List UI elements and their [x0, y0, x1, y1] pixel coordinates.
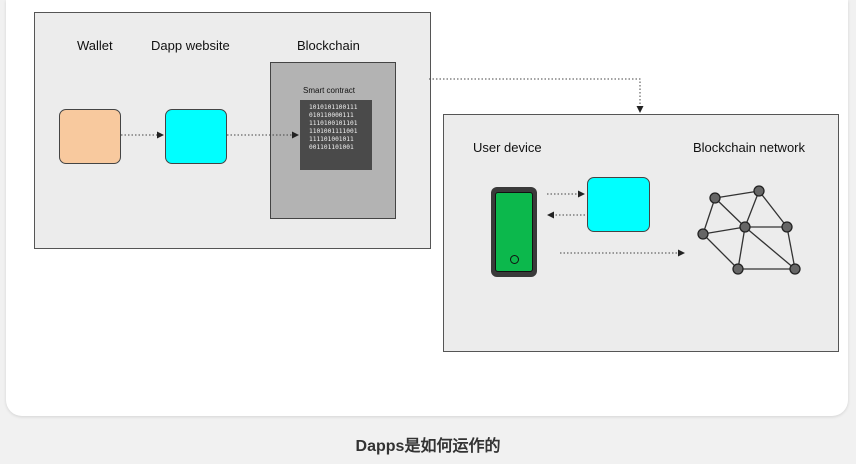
- network-node: [789, 263, 801, 275]
- smart-contract-label: Smart contract: [303, 86, 356, 95]
- arrow-blockchain-to-user-panel: [429, 78, 644, 113]
- code-line: 1110100101101: [309, 120, 358, 127]
- network-node: [709, 192, 721, 204]
- blockchain-network-label: Blockchain network: [693, 140, 805, 155]
- code-line: 111101001011: [309, 136, 354, 143]
- network-edges: [702, 190, 796, 270]
- network-node: [753, 185, 765, 197]
- blockchain-label: Blockchain: [297, 38, 360, 53]
- code-line: 010110000111: [309, 112, 354, 119]
- wallet-box: [59, 109, 121, 164]
- dapp-website-box: [165, 109, 227, 164]
- code-line: 1101001111001: [309, 128, 358, 135]
- device-app-box: [587, 177, 650, 232]
- network-node: [697, 228, 709, 240]
- network-node: [732, 263, 744, 275]
- phone-home-button: [510, 255, 519, 264]
- dapp-website-label: Dapp website: [151, 38, 230, 53]
- phone-icon: [491, 187, 537, 277]
- smart-contract-code: 1010101100111 010110000111 1110100101101…: [300, 100, 372, 170]
- wallet-label: Wallet: [77, 38, 113, 53]
- figure-caption: Dapps是如何运作的: [355, 438, 501, 455]
- code-line: 1010101100111: [309, 104, 358, 111]
- user-device-label: User device: [473, 140, 542, 155]
- network-node: [781, 221, 793, 233]
- network-node: [739, 221, 751, 233]
- code-line: 001101101001: [309, 144, 354, 151]
